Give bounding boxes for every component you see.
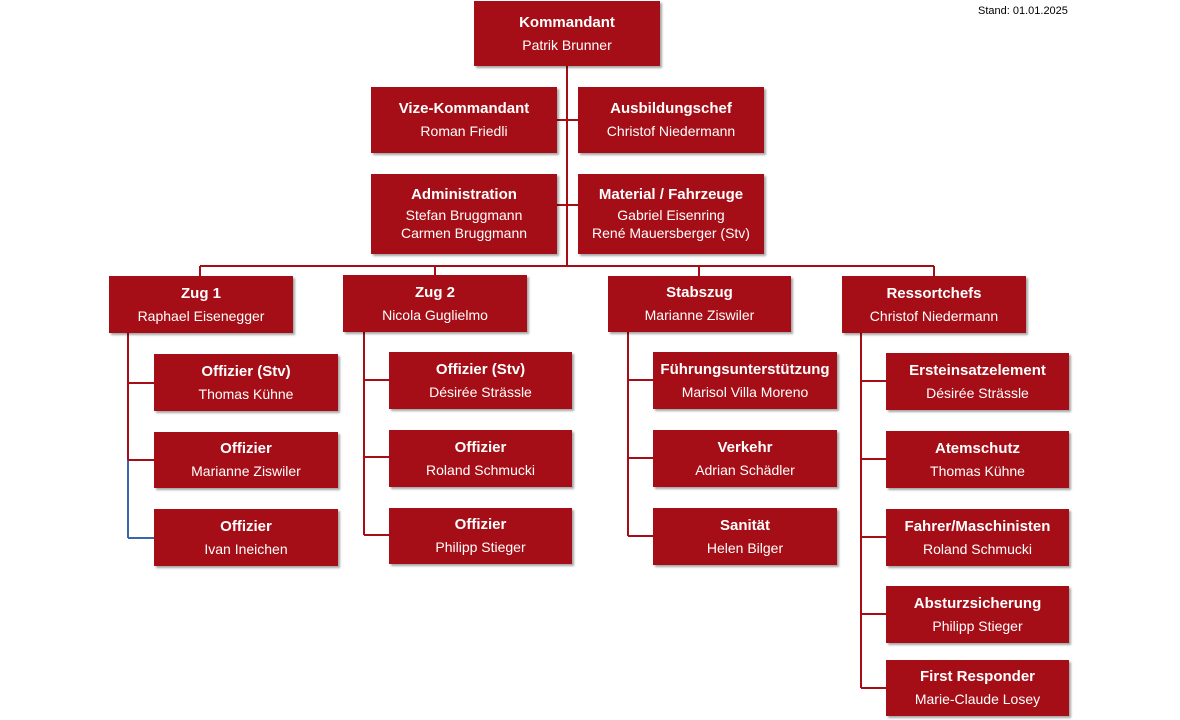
box-title: Ressortchefs bbox=[886, 285, 982, 302]
box-person: Gabriel Eisenring bbox=[617, 207, 725, 223]
box-title: Offizier bbox=[454, 516, 507, 533]
box-person: Raphael Eisenegger bbox=[137, 308, 265, 324]
box-person: Stefan Bruggmann bbox=[405, 207, 523, 223]
box-title: Material / Fahrzeuge bbox=[598, 186, 744, 203]
box-title: Fahrer/Maschinisten bbox=[904, 518, 1051, 535]
box-person: Désirée Strässle bbox=[926, 385, 1029, 401]
box-person: Thomas Kühne bbox=[930, 463, 1025, 479]
box-title: Offizier bbox=[220, 518, 272, 535]
box-title: Stabszug bbox=[666, 284, 733, 301]
box-person: Roman Friedli bbox=[420, 123, 508, 139]
box-person: Roland Schmucki bbox=[426, 462, 535, 478]
box-person: Marianne Ziswiler bbox=[191, 463, 301, 479]
box-title: Verkehr bbox=[717, 439, 773, 456]
box-person: Ivan Ineichen bbox=[204, 541, 288, 557]
box-person: Marisol Villa Moreno bbox=[681, 384, 809, 400]
box-title: Zug 1 bbox=[181, 285, 221, 302]
box-person: Christof Niedermann bbox=[606, 123, 736, 139]
box-zug-2-member: Offizier (Stv) Désirée Strässle bbox=[389, 352, 572, 409]
box-zug-1-head: Zug 1 Raphael Eisenegger bbox=[109, 276, 293, 333]
box-person: Adrian Schädler bbox=[695, 462, 795, 478]
box-title: First Responder bbox=[919, 668, 1036, 685]
box-person: Marianne Ziswiler bbox=[644, 307, 755, 323]
box-title: Ersteinsatzelement bbox=[909, 362, 1046, 379]
box-title: Führungsunterstützung bbox=[660, 361, 830, 378]
box-person: Désirée Strässle bbox=[429, 384, 532, 400]
stand-date: Stand: 01.01.2025 bbox=[978, 5, 1068, 17]
box-title: Offizier bbox=[454, 439, 507, 456]
box-title: Kommandant bbox=[519, 14, 615, 31]
box-title: Administration bbox=[411, 186, 517, 203]
box-title: Sanität bbox=[719, 517, 770, 534]
box-person: Thomas Kühne bbox=[198, 386, 294, 402]
box-zug-1-member: Offizier (Stv) Thomas Kühne bbox=[154, 354, 338, 411]
box-person: Helen Bilger bbox=[706, 540, 784, 556]
box-person: Patrik Brunner bbox=[522, 37, 612, 53]
box-title: Vize-Kommandant bbox=[398, 100, 530, 117]
box-title: Offizier (Stv) bbox=[435, 361, 526, 378]
box-title: Zug 2 bbox=[415, 284, 455, 301]
box-person: Marie-Claude Losey bbox=[914, 691, 1041, 707]
box-title: Ausbildungschef bbox=[610, 100, 732, 117]
box-person: Philipp Stieger bbox=[932, 618, 1023, 634]
box-person: René Mauersberger (Stv) bbox=[592, 225, 750, 241]
box-person: Christof Niedermann bbox=[869, 308, 999, 324]
box-person: Roland Schmucki bbox=[923, 541, 1032, 557]
box-person: Philipp Stieger bbox=[435, 539, 526, 555]
box-title: Atemschutz bbox=[934, 440, 1020, 457]
box-title: Absturzsicherung bbox=[913, 595, 1042, 612]
box-title: Offizier (Stv) bbox=[201, 363, 291, 380]
box-zug-2-head: Zug 2 Nicola Guglielmo bbox=[343, 275, 527, 332]
box-person: Carmen Bruggmann bbox=[400, 225, 528, 241]
box-person: Nicola Guglielmo bbox=[382, 307, 488, 323]
box-title: Offizier bbox=[220, 440, 272, 457]
